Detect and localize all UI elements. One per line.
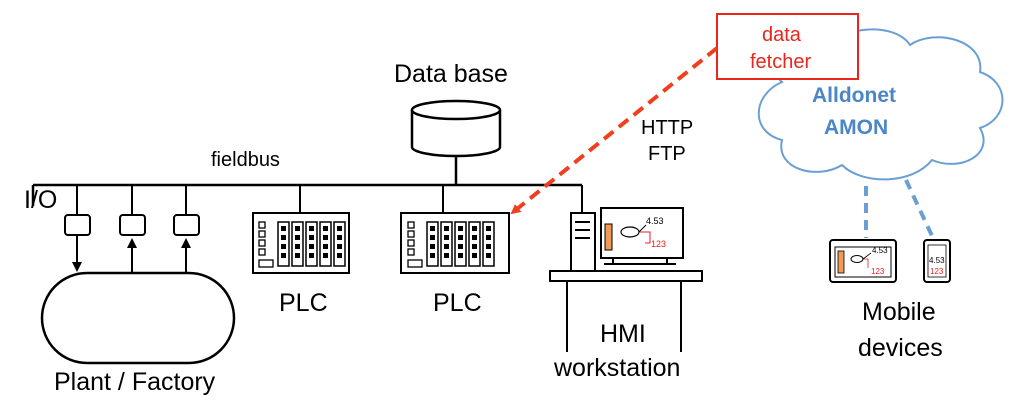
io-module-1: [64, 185, 91, 236]
plc-left-icon: [252, 185, 350, 274]
fetcher-label-line2: fetcher: [750, 51, 811, 73]
io-module-3: [173, 185, 200, 236]
fieldbus-label: fieldbus: [211, 149, 280, 171]
plc-left-label: PLC: [279, 289, 328, 317]
plc-right-icon: [400, 185, 510, 274]
plant-tank-shape: [40, 271, 236, 365]
hmi-gauge: [604, 223, 613, 251]
hmi-bottom-value: 123: [651, 239, 666, 249]
fetcher-to-plc-arrow: [510, 46, 719, 215]
database-label: Data base: [394, 60, 508, 88]
phone-top-value: 4.53: [929, 256, 945, 265]
plc-right-label: PLC: [433, 289, 482, 317]
mobile-label-line2: devices: [858, 334, 943, 362]
protocol-http-label: HTTP: [641, 117, 693, 139]
tablet-top-value: 4.53: [872, 246, 888, 255]
hmi-red-link: [640, 231, 651, 244]
hmi-value-link: [638, 224, 647, 233]
hmi-label-line2: workstation: [553, 354, 680, 382]
mobile-label-line1: Mobile: [862, 298, 936, 326]
fetcher-label-line1: data: [762, 24, 802, 46]
cloud-label-line1: Alldonet: [812, 84, 896, 107]
plant-label: Plant / Factory: [54, 368, 216, 396]
hmi-top-value: 4.53: [646, 216, 664, 226]
io-label: I/O: [24, 186, 57, 214]
hmi-workstation-icon: [549, 185, 703, 352]
hmi-label-line1: HMI: [600, 320, 646, 348]
phone-device-icon: [923, 239, 951, 283]
cloud-to-phone-link: [904, 179, 935, 239]
tablet-bottom-value: 123: [871, 267, 885, 276]
cloud-label-line2: AMON: [824, 116, 888, 139]
io-module-2: [119, 185, 146, 236]
data-fetcher-box: [716, 13, 859, 80]
hmi-tank-glyph: [620, 226, 640, 238]
protocol-ftp-label: FTP: [648, 143, 686, 165]
phone-bottom-value: 123: [930, 267, 944, 276]
fieldbus-line: [31, 183, 582, 206]
database-icon: [410, 99, 502, 185]
tablet-device-icon: [829, 239, 897, 283]
